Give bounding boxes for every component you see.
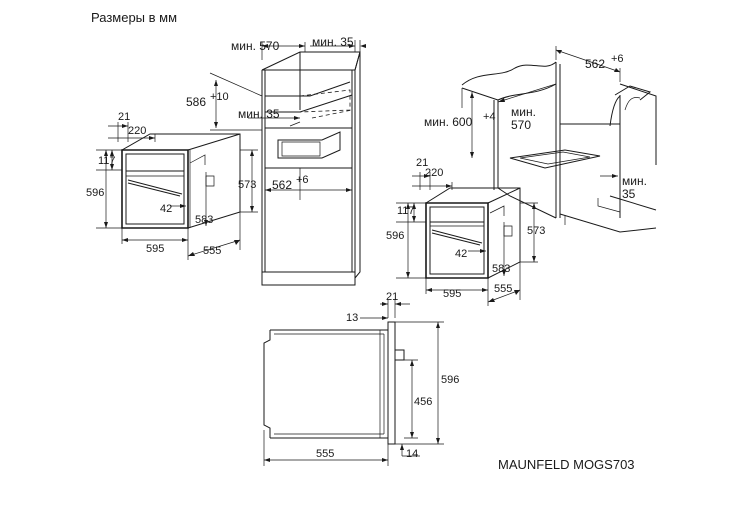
tall-min-vent-label: мин. 35	[238, 107, 280, 121]
base-niche-width-tol: +6	[611, 53, 624, 65]
left-d42-label: 42	[160, 203, 172, 215]
side-d555-label: 555	[316, 448, 334, 460]
base-min-depth-label: мин.570	[511, 105, 536, 132]
left-d21-label: 21	[118, 111, 130, 123]
tall-cabinet-dims	[209, 40, 366, 200]
side-d456-label: 456	[414, 396, 432, 408]
side-d14-label: 14	[406, 448, 418, 460]
right-d117-label: 117	[397, 205, 415, 217]
base-min-vent-label: мин.35	[622, 174, 647, 201]
right-d220-label: 220	[425, 167, 443, 179]
left-d595-label: 595	[146, 243, 164, 255]
right-oven-dims	[396, 172, 538, 306]
right-d596-label: 596	[386, 230, 404, 242]
left-d220-label: 220	[128, 125, 146, 137]
base-min-height-tol: +4	[483, 111, 496, 123]
side-d596-label: 596	[441, 374, 459, 386]
base-cabinet-drawing	[461, 61, 657, 233]
left-d573-label: 573	[238, 179, 256, 191]
right-d21-label: 21	[416, 157, 428, 169]
right-d573-label: 573	[527, 225, 545, 237]
base-cabinet-dims	[461, 46, 621, 178]
side-d13-label: 13	[346, 312, 358, 324]
tall-niche-height-label: 586	[186, 95, 206, 109]
side-view-dims	[263, 300, 444, 466]
model-name: MAUNFELD MOGS703	[498, 457, 635, 472]
tall-niche-width-tol: +6	[296, 174, 309, 186]
right-d42-label: 42	[455, 248, 467, 260]
tall-min-depth-label: мин. 35	[312, 35, 354, 49]
left-d583-label: 583	[195, 214, 213, 226]
drawing-title: Размеры в мм	[91, 10, 178, 25]
left-d596-label: 596	[86, 187, 104, 199]
left-oven-drawing	[121, 133, 241, 229]
right-d583-label: 583	[492, 263, 510, 275]
tall-niche-width-label: 562	[272, 178, 292, 192]
base-niche-width-label: 562	[585, 57, 605, 71]
tall-cabinet-drawing	[261, 51, 361, 286]
tall-min-width-label: мин. 570	[231, 39, 280, 53]
tall-niche-height-tol: +10	[210, 91, 229, 103]
side-view-drawing	[263, 321, 405, 445]
right-d595-label: 595	[443, 288, 461, 300]
side-d21-label: 21	[386, 291, 398, 303]
left-d555-label: 555	[203, 245, 221, 257]
left-d117-label: 117	[98, 155, 116, 167]
base-min-height-label: мин. 600	[424, 115, 473, 129]
left-oven-dims	[96, 122, 258, 260]
right-d555-label: 555	[494, 283, 512, 295]
